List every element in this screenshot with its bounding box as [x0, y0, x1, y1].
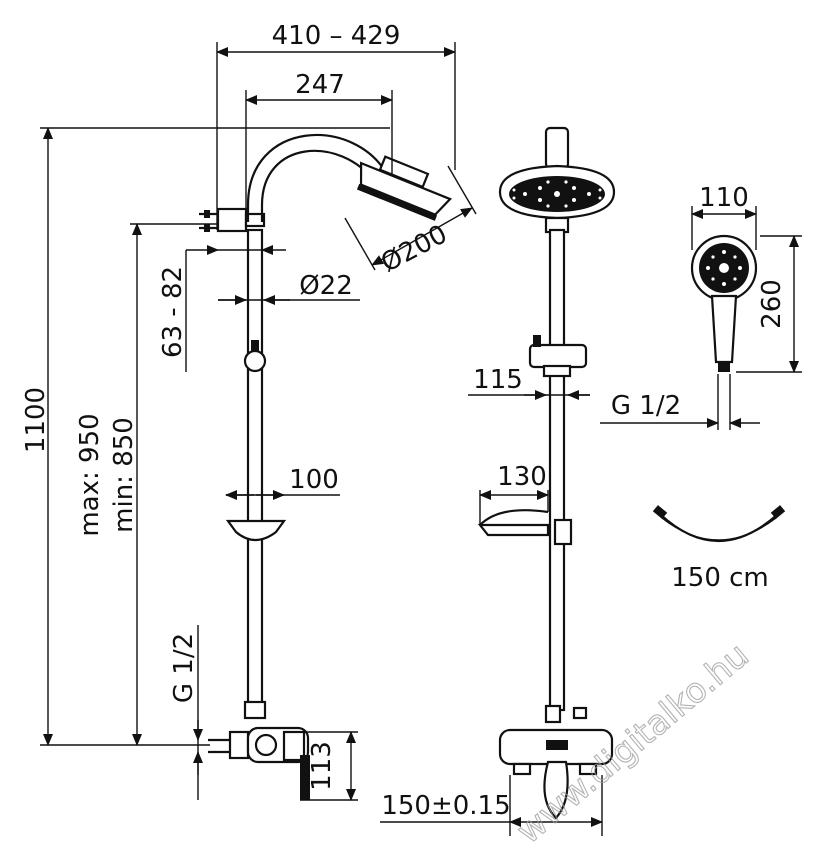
dim-inlet-spacing: 150±0.15	[381, 791, 510, 821]
dim-hand-diameter: 110	[699, 183, 749, 213]
dim-total-height: 1100	[21, 387, 51, 453]
mixer-side-icon	[208, 700, 310, 800]
dim-hose-thread: G 1/2	[611, 391, 681, 421]
dim-pipe-diameter: Ø22	[299, 271, 353, 301]
dim-hose-length: 150 cm	[671, 563, 769, 593]
dim-holder-width: 115	[473, 365, 523, 395]
soap-tray-front	[477, 523, 550, 537]
dim-slide-min: min: 850	[109, 417, 139, 533]
dim-hand-length: 260	[757, 279, 787, 329]
hand-shower-icon	[690, 234, 758, 372]
front-riser-pipe	[548, 228, 566, 712]
dim-arm-span: 410 – 429	[272, 21, 401, 51]
shower-head-front-icon	[498, 164, 616, 234]
dim-inlet-thread: G 1/2	[169, 633, 199, 703]
riser-pipe	[246, 228, 264, 712]
hand-shower-holder-icon	[528, 335, 588, 378]
dim-wall-offset: 63 - 82	[158, 266, 188, 358]
dim-head-diameter: Ø200	[376, 219, 452, 278]
front-view: 115 130 150±0.15	[380, 126, 616, 836]
rain-shower-head-icon	[356, 155, 453, 221]
dim-tray-width: 130	[497, 462, 547, 492]
dim-slide-max: max: 950	[75, 413, 105, 536]
wall-bracket-icon	[199, 207, 266, 233]
dim-mixer-height: 113	[307, 741, 337, 791]
side-view: 410 – 429 247 Ø200 Ø22 63 - 82 1100 max:…	[21, 21, 477, 801]
dim-arm-reach: 247	[295, 70, 345, 100]
slider-knob	[243, 349, 267, 373]
hose-icon	[652, 505, 786, 542]
soap-tray-side	[225, 519, 287, 542]
shower-arm	[246, 134, 389, 222]
hand-shower-view: 110 260 G 1/2	[600, 183, 802, 430]
dim-tray-depth: 100	[289, 465, 339, 495]
mixer-front-icon	[498, 704, 614, 820]
